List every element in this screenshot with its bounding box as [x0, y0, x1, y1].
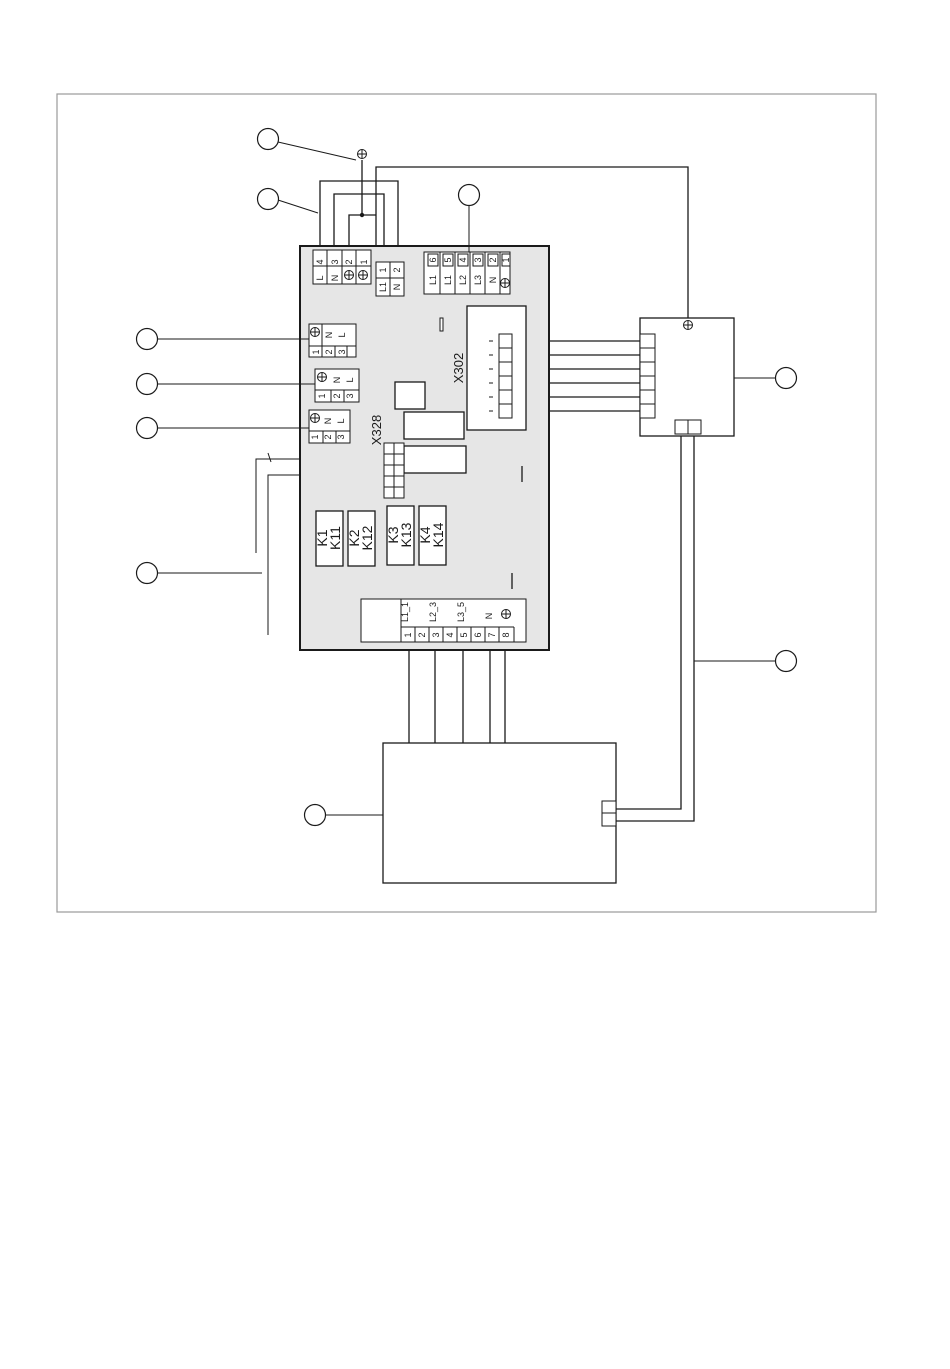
left1-pin-3: 3 — [337, 349, 347, 354]
left3-pin-1: 1 — [310, 434, 320, 439]
left2-label-N: N — [332, 377, 342, 384]
mains-label-N: N — [330, 275, 340, 282]
ground-symbol-icon — [311, 328, 320, 337]
left3-label-L: L — [336, 418, 346, 423]
label-relays-2-bottom: K13 — [398, 522, 414, 547]
supply-terminal-block: 1 2 L1 N — [376, 262, 404, 296]
left2-pin-2: 2 — [332, 393, 342, 398]
left1-label-N: N — [324, 332, 334, 339]
label-bottom_block-pins-0: 1 — [403, 632, 413, 637]
mains-pin-4: 4 — [315, 259, 325, 264]
callout-marker — [137, 374, 158, 395]
ground-symbol-icon — [318, 373, 327, 382]
label-relays-3-bottom: K14 — [430, 522, 446, 547]
mains-label-L: L — [315, 275, 325, 280]
output-pin-2: 2 — [488, 257, 498, 262]
left-terminal-block-2: 1 2 3 N L — [315, 369, 359, 402]
bottom-label-L1_1: L1_1 — [400, 602, 410, 622]
supply-pin-2: 2 — [392, 267, 402, 272]
callout-marker — [776, 368, 797, 389]
callout-marker — [305, 805, 326, 826]
label-bottom_block-pins-1: 2 — [417, 632, 427, 637]
left-terminal-block-3: 1 2 3 N L — [309, 410, 350, 443]
callout-marker — [776, 651, 797, 672]
output-pin-6: 6 — [428, 257, 438, 262]
chip — [404, 446, 466, 473]
x302-label: X302 — [451, 353, 466, 383]
bottom-label-L2_3: L2_3 — [428, 602, 438, 622]
mains-pin-2: 2 — [344, 259, 354, 264]
supply-label-N: N — [392, 284, 402, 291]
left2-label-L: L — [345, 377, 355, 382]
left2-pin-1: 1 — [317, 393, 327, 398]
label-bottom_block-pins-7: 8 — [501, 632, 511, 637]
supply-pin-1: 1 — [378, 267, 388, 272]
ground-symbol-icon — [359, 271, 368, 280]
label-relays-0-bottom: K11 — [327, 526, 343, 550]
bottom-label-L3_5: L3_5 — [456, 602, 466, 622]
label-bottom_block-pins-6: 7 — [487, 632, 497, 637]
output-terminal-block: 6 5 4 3 2 1 L1 L1 L2 L3 N — [424, 252, 511, 294]
bottom-device-box — [383, 743, 616, 883]
callout-marker — [137, 563, 158, 584]
callout-marker — [137, 418, 158, 439]
left3-pin-3: 3 — [336, 434, 346, 439]
ground-symbol-icon — [502, 610, 511, 619]
left-terminal-block-1: 1 2 3 N L — [309, 324, 356, 357]
output-label-L3: L3 — [473, 275, 483, 285]
output-pin-4: 4 — [458, 257, 468, 262]
left1-pin-1: 1 — [311, 349, 321, 354]
ground-symbol-icon — [358, 150, 367, 159]
callout-marker — [258, 189, 279, 210]
mains-pin-3: 3 — [330, 259, 340, 264]
relay-k3: K3 K13 — [385, 506, 414, 565]
label-bottom_block-pins-2: 3 — [431, 632, 441, 637]
x328-label: X328 — [369, 415, 384, 445]
label-bottom_block-pins-4: 5 — [459, 632, 469, 637]
relay-k2: K2 K12 — [346, 511, 375, 566]
ground-symbol-icon — [501, 279, 510, 288]
output-label-L1: L1 — [443, 275, 453, 285]
right-control-unit — [640, 318, 734, 436]
output-label-L2: L2 — [458, 275, 468, 285]
relay-k1: K1 K11 — [314, 511, 343, 566]
callout-marker — [137, 329, 158, 350]
ground-symbol-icon — [345, 271, 354, 280]
ground-symbol-icon — [684, 321, 693, 330]
label-bottom_block-pins-5: 6 — [473, 632, 483, 637]
left1-pin-2: 2 — [324, 349, 334, 354]
output-pin-1: 1 — [501, 257, 511, 262]
left3-pin-2: 2 — [323, 434, 333, 439]
callout-marker — [258, 129, 279, 150]
bottom-label-N: N — [484, 613, 494, 620]
left3-label-N: N — [323, 418, 333, 425]
output-pin-5: 5 — [443, 257, 453, 262]
output-pin-3: 3 — [473, 257, 483, 262]
label-bottom_block-pins-3: 4 — [445, 632, 455, 637]
chip — [395, 382, 425, 409]
relay-k4: K4 K14 — [417, 506, 446, 565]
left2-pin-3: 3 — [345, 393, 355, 398]
mains-terminal-block: 4 3 2 1 L N — [313, 250, 371, 284]
supply-label-L1: L1 — [378, 282, 388, 292]
mains-pin-1: 1 — [359, 259, 369, 264]
output-label-L1: L1 — [428, 275, 438, 285]
output-label-N: N — [488, 277, 498, 284]
label-relays-1-bottom: K12 — [359, 525, 375, 550]
left1-label-L: L — [337, 332, 347, 337]
chip — [404, 412, 464, 439]
ground-symbol-icon — [311, 414, 320, 423]
bottom-terminal-block: 1 2 3 4 5 6 7 8 L1_1 L2_3 L3_5 N — [361, 599, 526, 642]
callout-marker — [459, 185, 480, 206]
board-marker — [440, 318, 443, 331]
